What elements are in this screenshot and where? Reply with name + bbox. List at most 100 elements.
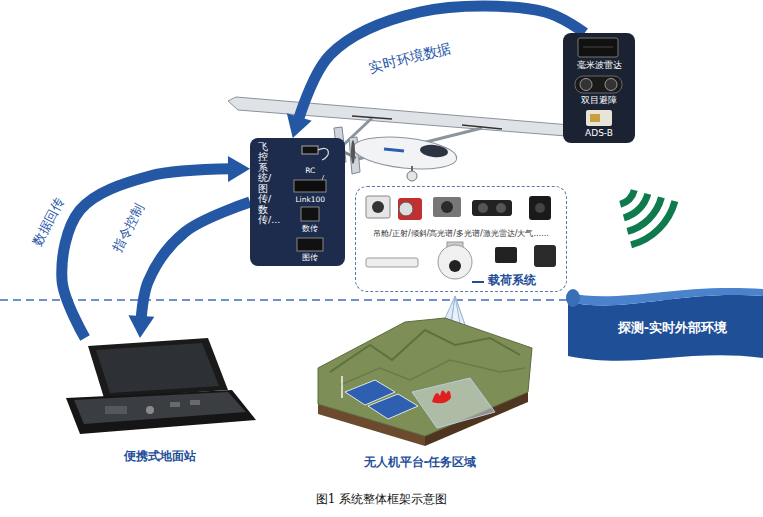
- uav-aircraft: [352, 116, 392, 119]
- stereo-camera-icon: [580, 79, 592, 91]
- payload-panel: 吊舱/正射/倾斜/高光谱/多光谱/激光雷达/大气......载荷系统: [355, 186, 567, 292]
- stereo-camera-icon: [605, 79, 617, 91]
- edge-label-holder: 数据回传: [29, 195, 67, 248]
- banner-curl: [566, 289, 580, 307]
- flow-arrow: [287, 6, 585, 138]
- video-link-icon: [297, 238, 323, 251]
- sensor-panel: 毫米波雷达双目避障 ADS-B: [563, 33, 635, 143]
- figure-label: 便携式地面站: [124, 448, 196, 464]
- edge-label-holder: 实时环境数据: [367, 40, 453, 77]
- sensor-label: 双目避障: [581, 95, 617, 106]
- payload-icons: [535, 203, 545, 213]
- caption-holder: 图1 系统整体框架示意图: [0, 488, 763, 508]
- signal-arcs: [620, 190, 675, 245]
- device-label: Link100: [295, 195, 325, 204]
- payload-icons: [447, 242, 463, 247]
- sensor-cone: [455, 296, 495, 412]
- link-module-icon: [322, 175, 324, 180]
- payload-icons: [495, 247, 517, 263]
- payload-icons: [399, 202, 413, 216]
- ground-station-case: [66, 390, 256, 434]
- uav-aircraft: [354, 128, 482, 160]
- ground-station-case: [146, 406, 154, 414]
- sensor-label: 毫米波雷达: [577, 60, 622, 71]
- terrain-block: [318, 404, 425, 446]
- payload-icons: [534, 245, 556, 267]
- panel-title: 载荷系统: [488, 273, 536, 288]
- edge-label: 实时环境数据: [367, 40, 453, 77]
- ground-station-case: [105, 406, 127, 414]
- flight-control-panel: 飞控系统/图传/数传/...RCLink100数传图传: [250, 138, 345, 266]
- payload-icons: [449, 260, 461, 272]
- uav-aircraft: [228, 97, 614, 139]
- payload-icons: [372, 201, 384, 213]
- terrain-block: [345, 380, 395, 405]
- text-group: 吊舱/正射/倾斜/高光谱/多光谱/激光雷达/大气......载荷系统: [362, 189, 560, 288]
- payload-icons: [472, 281, 484, 283]
- rc-icon: [318, 148, 328, 160]
- text-group: 毫米波雷达双目避障 ADS-B: [577, 33, 622, 139]
- flow-arrow: [128, 202, 250, 338]
- link-module-icon: [294, 180, 326, 192]
- text-group: 飞控系统/图传/数传/...: [258, 142, 268, 262]
- vertical-heading: 飞控系统/图传/数传/...: [258, 142, 268, 226]
- arrow-head: [287, 113, 312, 138]
- ground-station-case: [66, 338, 256, 434]
- payload-icons: [472, 200, 512, 216]
- figure-caption: 图1 系统整体框架示意图: [316, 491, 447, 508]
- payload-icons: [529, 196, 551, 220]
- sensor-cone: [412, 296, 455, 428]
- uav-aircraft: [419, 144, 448, 159]
- device-label: RC: [305, 166, 315, 175]
- stereo-camera-icon: [575, 76, 622, 93]
- signal-arcs: [631, 201, 675, 245]
- adsb-module-icon: [586, 110, 612, 126]
- arrow-body: [62, 169, 250, 338]
- arrow-head: [128, 315, 154, 338]
- payload-icons: [433, 197, 461, 217]
- ground-station-case: [88, 338, 228, 398]
- signal-arcs: [624, 194, 648, 218]
- ground-station-case: [96, 343, 219, 393]
- terrain-block: [318, 318, 532, 436]
- radar-icon: [578, 38, 618, 57]
- payload-icons: [366, 258, 418, 267]
- uav-aircraft: [351, 140, 355, 164]
- edge-label-holder: 指令控制: [109, 201, 147, 254]
- terrain-block: [412, 378, 495, 428]
- datalink-icon: [301, 207, 319, 221]
- sensor-label: ADS-B: [585, 128, 613, 139]
- radar-icon: [578, 38, 618, 57]
- video-link-icon: [297, 238, 323, 251]
- payload-icons: [441, 201, 453, 213]
- device-label: 数传: [302, 224, 318, 233]
- payload-icons: [366, 196, 556, 282]
- payload-icons: [366, 196, 390, 218]
- edge-label: 数据回传: [29, 195, 67, 248]
- flow-arrow: [62, 156, 250, 338]
- environment-banner: 探测-实时外部环境: [568, 288, 763, 366]
- radar-icon: [583, 47, 613, 48]
- terrain-block: [330, 330, 520, 372]
- figure-label: 无人机平台-任务区域: [364, 454, 477, 470]
- payload-icons: [398, 198, 422, 220]
- ground-station-case: [190, 400, 200, 405]
- terrain-block: [432, 390, 451, 403]
- rc-icon: [302, 146, 328, 160]
- uav-aircraft: [349, 137, 360, 174]
- banner-curl: [568, 288, 763, 306]
- payload-icons: [496, 203, 506, 213]
- adsb-module-icon: [586, 110, 612, 126]
- payload-icons: [478, 203, 488, 213]
- mission-area: 无人机平台-任务区域: [300, 300, 540, 472]
- sensor-cone: [437, 296, 495, 428]
- uav-aircraft: [411, 166, 413, 172]
- terrain-block: [318, 318, 532, 446]
- text-group: 探测-实时外部环境: [618, 319, 727, 336]
- text-group: 无人机平台-任务区域: [364, 454, 477, 470]
- datalink-icon: [301, 207, 319, 221]
